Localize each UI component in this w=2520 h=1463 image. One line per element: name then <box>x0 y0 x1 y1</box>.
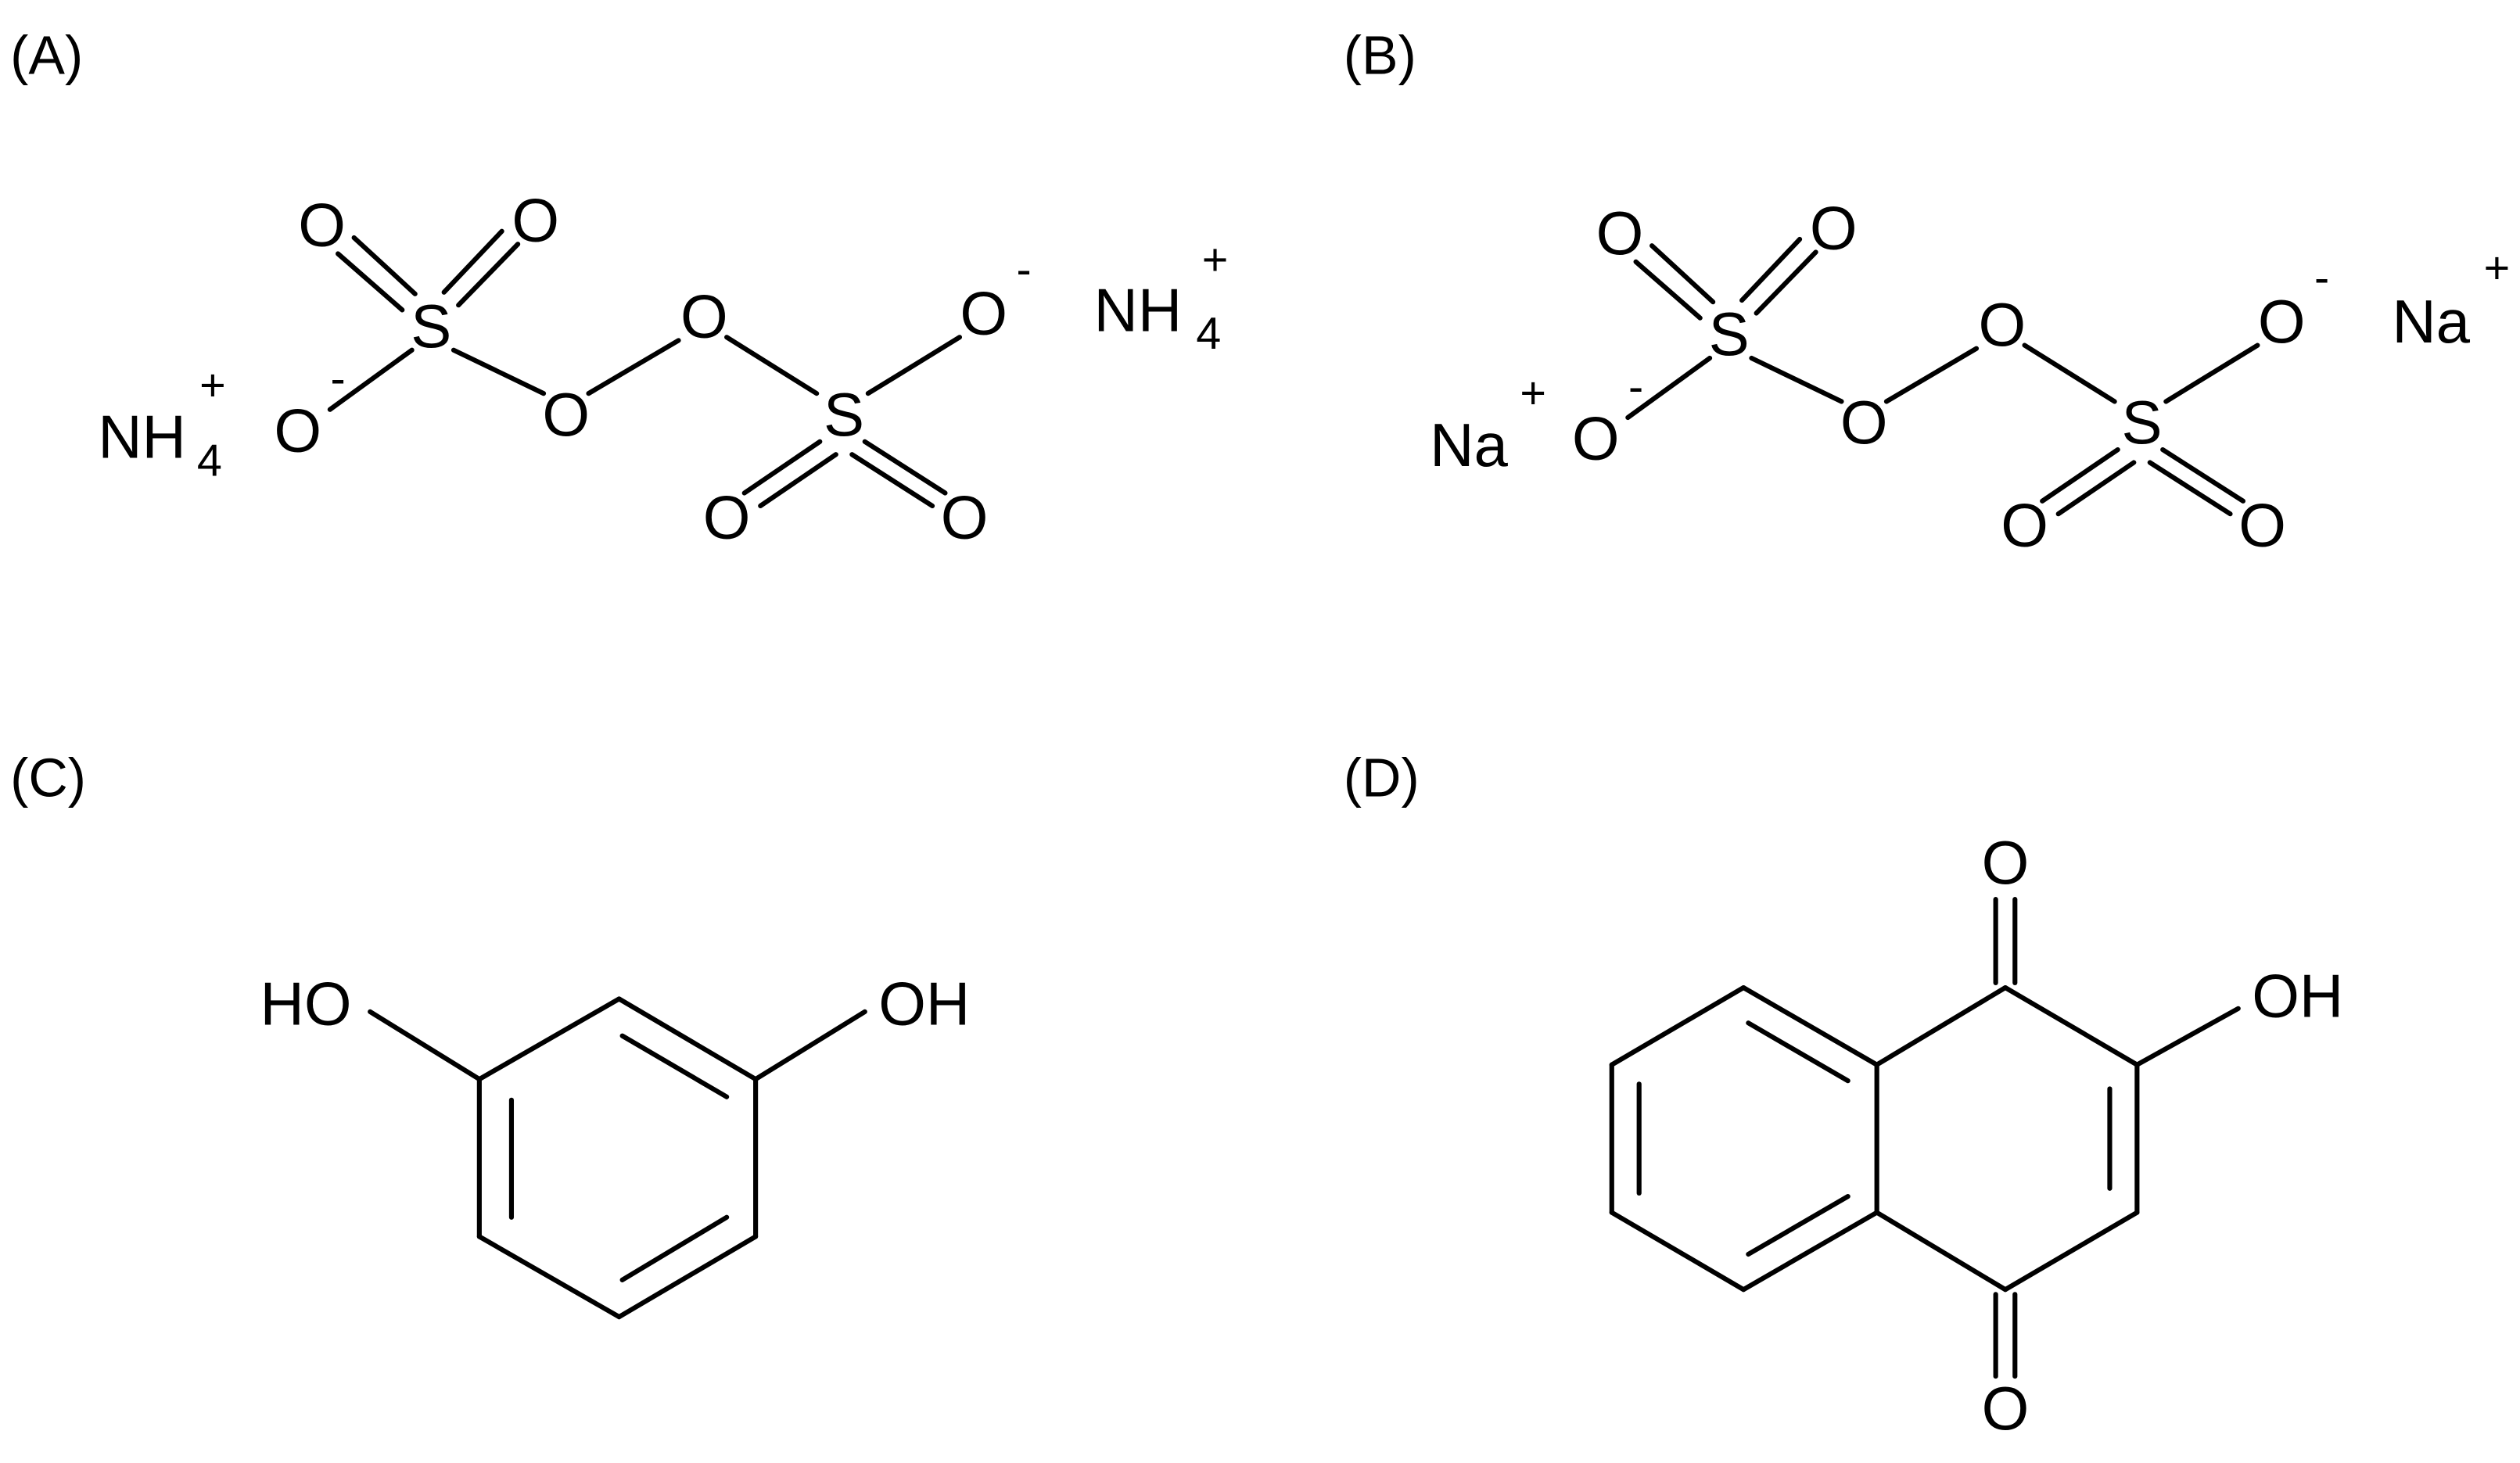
charge-plus: + <box>1520 368 1546 418</box>
cation-subscript: 4 <box>1196 309 1221 359</box>
panel-label-d: (D) <box>1344 748 1420 809</box>
atom-oh: OH <box>878 970 970 1038</box>
cation-na: Na <box>2392 287 2470 356</box>
atom-o: O <box>2001 491 2048 560</box>
charge-plus: + <box>1202 235 1229 285</box>
atom-s: S <box>824 380 864 449</box>
charge-minus: - <box>1628 362 1643 412</box>
atom-o: O <box>703 482 751 551</box>
structure-d: O O OH <box>1609 828 2343 1443</box>
atom-o: O <box>2258 287 2306 356</box>
structure-a: O O S O - O O S O - O O NH 4 + NH 4 + <box>98 185 1228 551</box>
bonds <box>327 228 963 509</box>
cation-na: Na <box>1430 411 1508 479</box>
structure-c: HO OH <box>260 970 970 1320</box>
atom-o: O <box>1596 199 1644 267</box>
bonds <box>1625 236 2260 517</box>
atom-ho: HO <box>260 970 352 1038</box>
atom-o: O <box>2238 491 2286 560</box>
cation-nh: NH <box>1094 275 1183 344</box>
atom-o: O <box>1982 828 2030 897</box>
atom-o: O <box>680 282 728 351</box>
charge-plus: + <box>2484 243 2511 293</box>
atom-o: O <box>274 396 321 464</box>
charge-plus: + <box>199 360 226 411</box>
atom-o: O <box>960 278 1007 347</box>
atom-o: O <box>1982 1374 2030 1443</box>
panel-label-b: (B) <box>1344 24 1416 85</box>
atom-o: O <box>1978 290 2026 359</box>
structure-b: O O S O - O O S O - O O Na + Na + <box>1430 194 2510 560</box>
cation-subscript: 4 <box>197 436 222 486</box>
atom-s: S <box>1709 299 1750 368</box>
bonds <box>368 996 867 1320</box>
cation-nh: NH <box>98 403 186 472</box>
charge-minus: - <box>1017 245 1032 295</box>
atom-o: O <box>512 185 559 254</box>
atom-s: S <box>411 292 451 360</box>
panel-label-c: (C) <box>10 748 86 809</box>
charge-minus: - <box>2314 253 2329 303</box>
atom-o: O <box>1810 194 1858 263</box>
atom-o: O <box>1840 388 1888 457</box>
charge-minus: - <box>331 354 346 404</box>
atom-o: O <box>298 191 346 260</box>
atom-o: O <box>542 380 590 449</box>
bonds <box>1609 897 2241 1379</box>
panel-label-a: (A) <box>10 24 83 85</box>
atom-s: S <box>2122 388 2163 457</box>
atom-o: O <box>941 482 989 551</box>
atom-o: O <box>1572 404 1620 473</box>
atom-oh: OH <box>2252 961 2343 1030</box>
